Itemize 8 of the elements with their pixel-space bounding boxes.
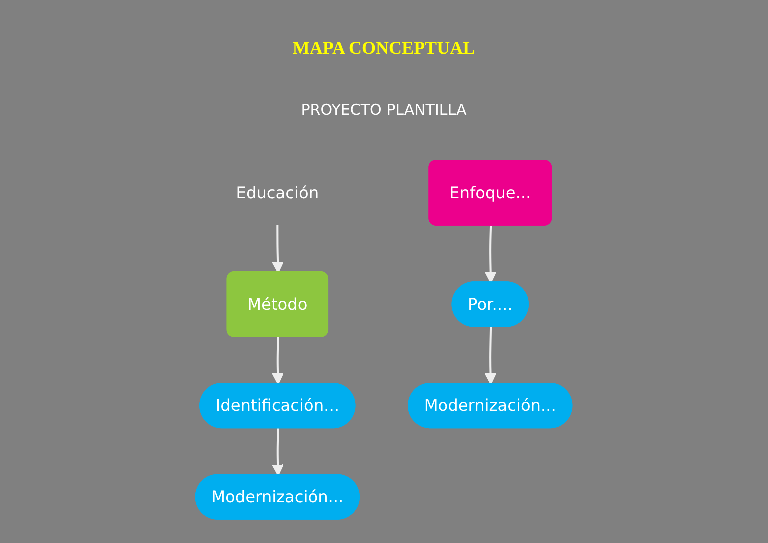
subtitle: PROYECTO PLANTILLA [301,101,467,119]
node-text: Educación [236,184,320,202]
arrow [272,428,284,476]
arrow [272,225,284,274]
arrow [484,226,497,284]
arrow [272,337,284,385]
title: MAPA CONCEPTUAL [292,38,476,59]
arrow [484,327,497,385]
